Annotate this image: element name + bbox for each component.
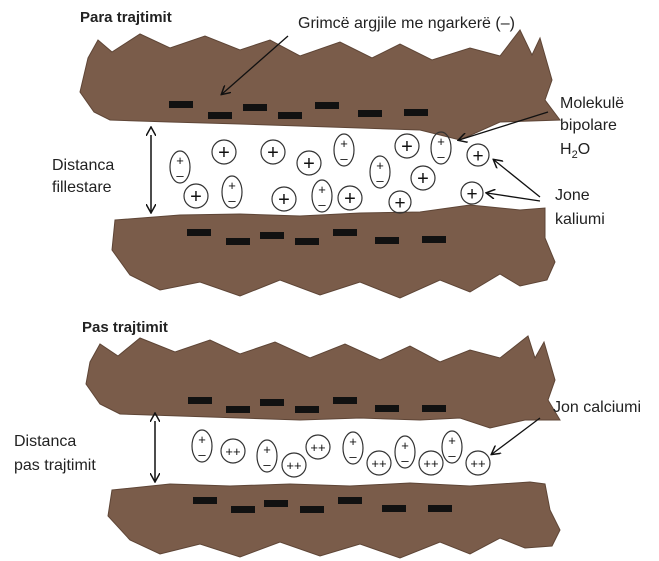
dipole-plus: + (448, 433, 456, 448)
dipole-minus: – (437, 149, 445, 164)
clay-layer-top-lower (112, 205, 555, 298)
potassium-plus: + (218, 142, 230, 164)
calcium-double-plus: ++ (371, 456, 386, 471)
water-molecule-label-line1: Molekulë (560, 94, 624, 113)
dipole-plus: + (176, 153, 184, 168)
dipole-plus: + (228, 178, 236, 193)
potassium-pointer-2 (487, 193, 540, 201)
dipole-plus: + (437, 134, 445, 149)
dipole-minus: – (318, 197, 326, 212)
dipole-minus: – (448, 448, 456, 463)
calcium-double-plus: ++ (286, 458, 301, 473)
potassium-pointer-1 (494, 160, 540, 197)
after-distance-label-line1: Distanca (14, 432, 76, 451)
dipole-plus: + (340, 136, 348, 151)
before-treatment-title: Para trajtimit (80, 8, 172, 27)
dipole-minus: – (263, 457, 271, 472)
water-molecule-label-line2: bipolare (560, 116, 617, 135)
clay-layer-top-upper (80, 30, 560, 140)
potassium-plus: + (394, 193, 405, 214)
dipole-plus: + (318, 182, 326, 197)
calcium-double-plus: ++ (310, 440, 325, 455)
dipole-minus: – (376, 173, 384, 188)
calcium-ion-label: Jon calciumi (553, 398, 641, 417)
calcium-double-plus: ++ (470, 456, 485, 471)
after-treatment-title: Pas trajtimit (82, 318, 168, 337)
potassium-plus: + (190, 186, 202, 208)
dipole-plus: + (198, 432, 206, 447)
potassium-label-line2: kaliumi (555, 210, 605, 229)
water-formula: H2O (560, 140, 590, 165)
potassium-plus: + (472, 146, 483, 167)
dipole-minus: – (340, 151, 348, 166)
initial-distance-label-line2: fillestare (52, 178, 112, 197)
potassium-plus: + (278, 189, 290, 211)
dipole-plus: + (349, 434, 357, 449)
dipole-plus: + (263, 442, 271, 457)
dipole-plus: + (376, 158, 384, 173)
dipole-minus: – (401, 453, 409, 468)
potassium-plus: + (417, 168, 429, 190)
dipole-minus: – (228, 193, 236, 208)
clay-layer-bottom-upper (86, 336, 560, 428)
calcium-double-plus: ++ (423, 456, 438, 471)
potassium-label-line1: Jone (555, 186, 590, 205)
potassium-plus: + (401, 136, 413, 158)
clay-particle-label: Grimcë argjile me ngarkerë (–) (298, 14, 515, 33)
potassium-plus: + (466, 184, 477, 205)
after-distance-label-line2: pas trajtimit (14, 456, 96, 475)
dipole-plus: + (401, 438, 409, 453)
clay-layer-bottom-lower (108, 482, 560, 558)
dipole-minus: – (176, 168, 184, 183)
potassium-plus: + (344, 188, 356, 210)
dipole-minus: – (198, 447, 206, 462)
potassium-plus: + (267, 142, 279, 164)
dipole-minus: – (349, 449, 357, 464)
calcium-double-plus: ++ (225, 444, 240, 459)
potassium-plus: + (303, 153, 315, 175)
initial-distance-label-line1: Distanca (52, 156, 114, 175)
